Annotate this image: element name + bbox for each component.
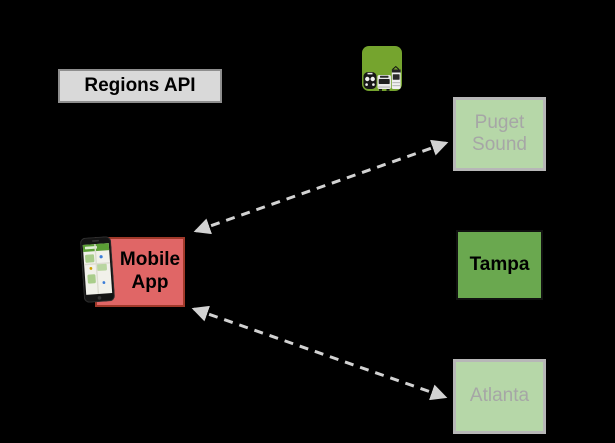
train-glyph	[363, 72, 377, 89]
region-label-atlanta: Atlanta	[469, 385, 530, 407]
region-box-atlanta: Atlanta	[453, 359, 546, 434]
transit-app-icon	[362, 46, 402, 91]
arrow-mobileapp-pugetsound	[193, 139, 449, 235]
mobile-app-label: Mobile App	[119, 249, 181, 293]
smartphone-icon	[80, 236, 115, 303]
region-box-puget-sound: Puget Sound	[453, 97, 546, 171]
region-label-puget-sound: Puget Sound	[472, 111, 527, 155]
regions-api-label: Regions API	[58, 69, 222, 103]
tram-glyph	[391, 65, 401, 89]
region-label-tampa: Tampa	[469, 253, 530, 275]
arrow-mobileapp-atlanta	[191, 305, 448, 401]
bus-glyph	[377, 75, 391, 91]
region-box-tampa: Tampa	[456, 230, 543, 300]
regions-api-label-text: Regions API	[84, 75, 196, 96]
